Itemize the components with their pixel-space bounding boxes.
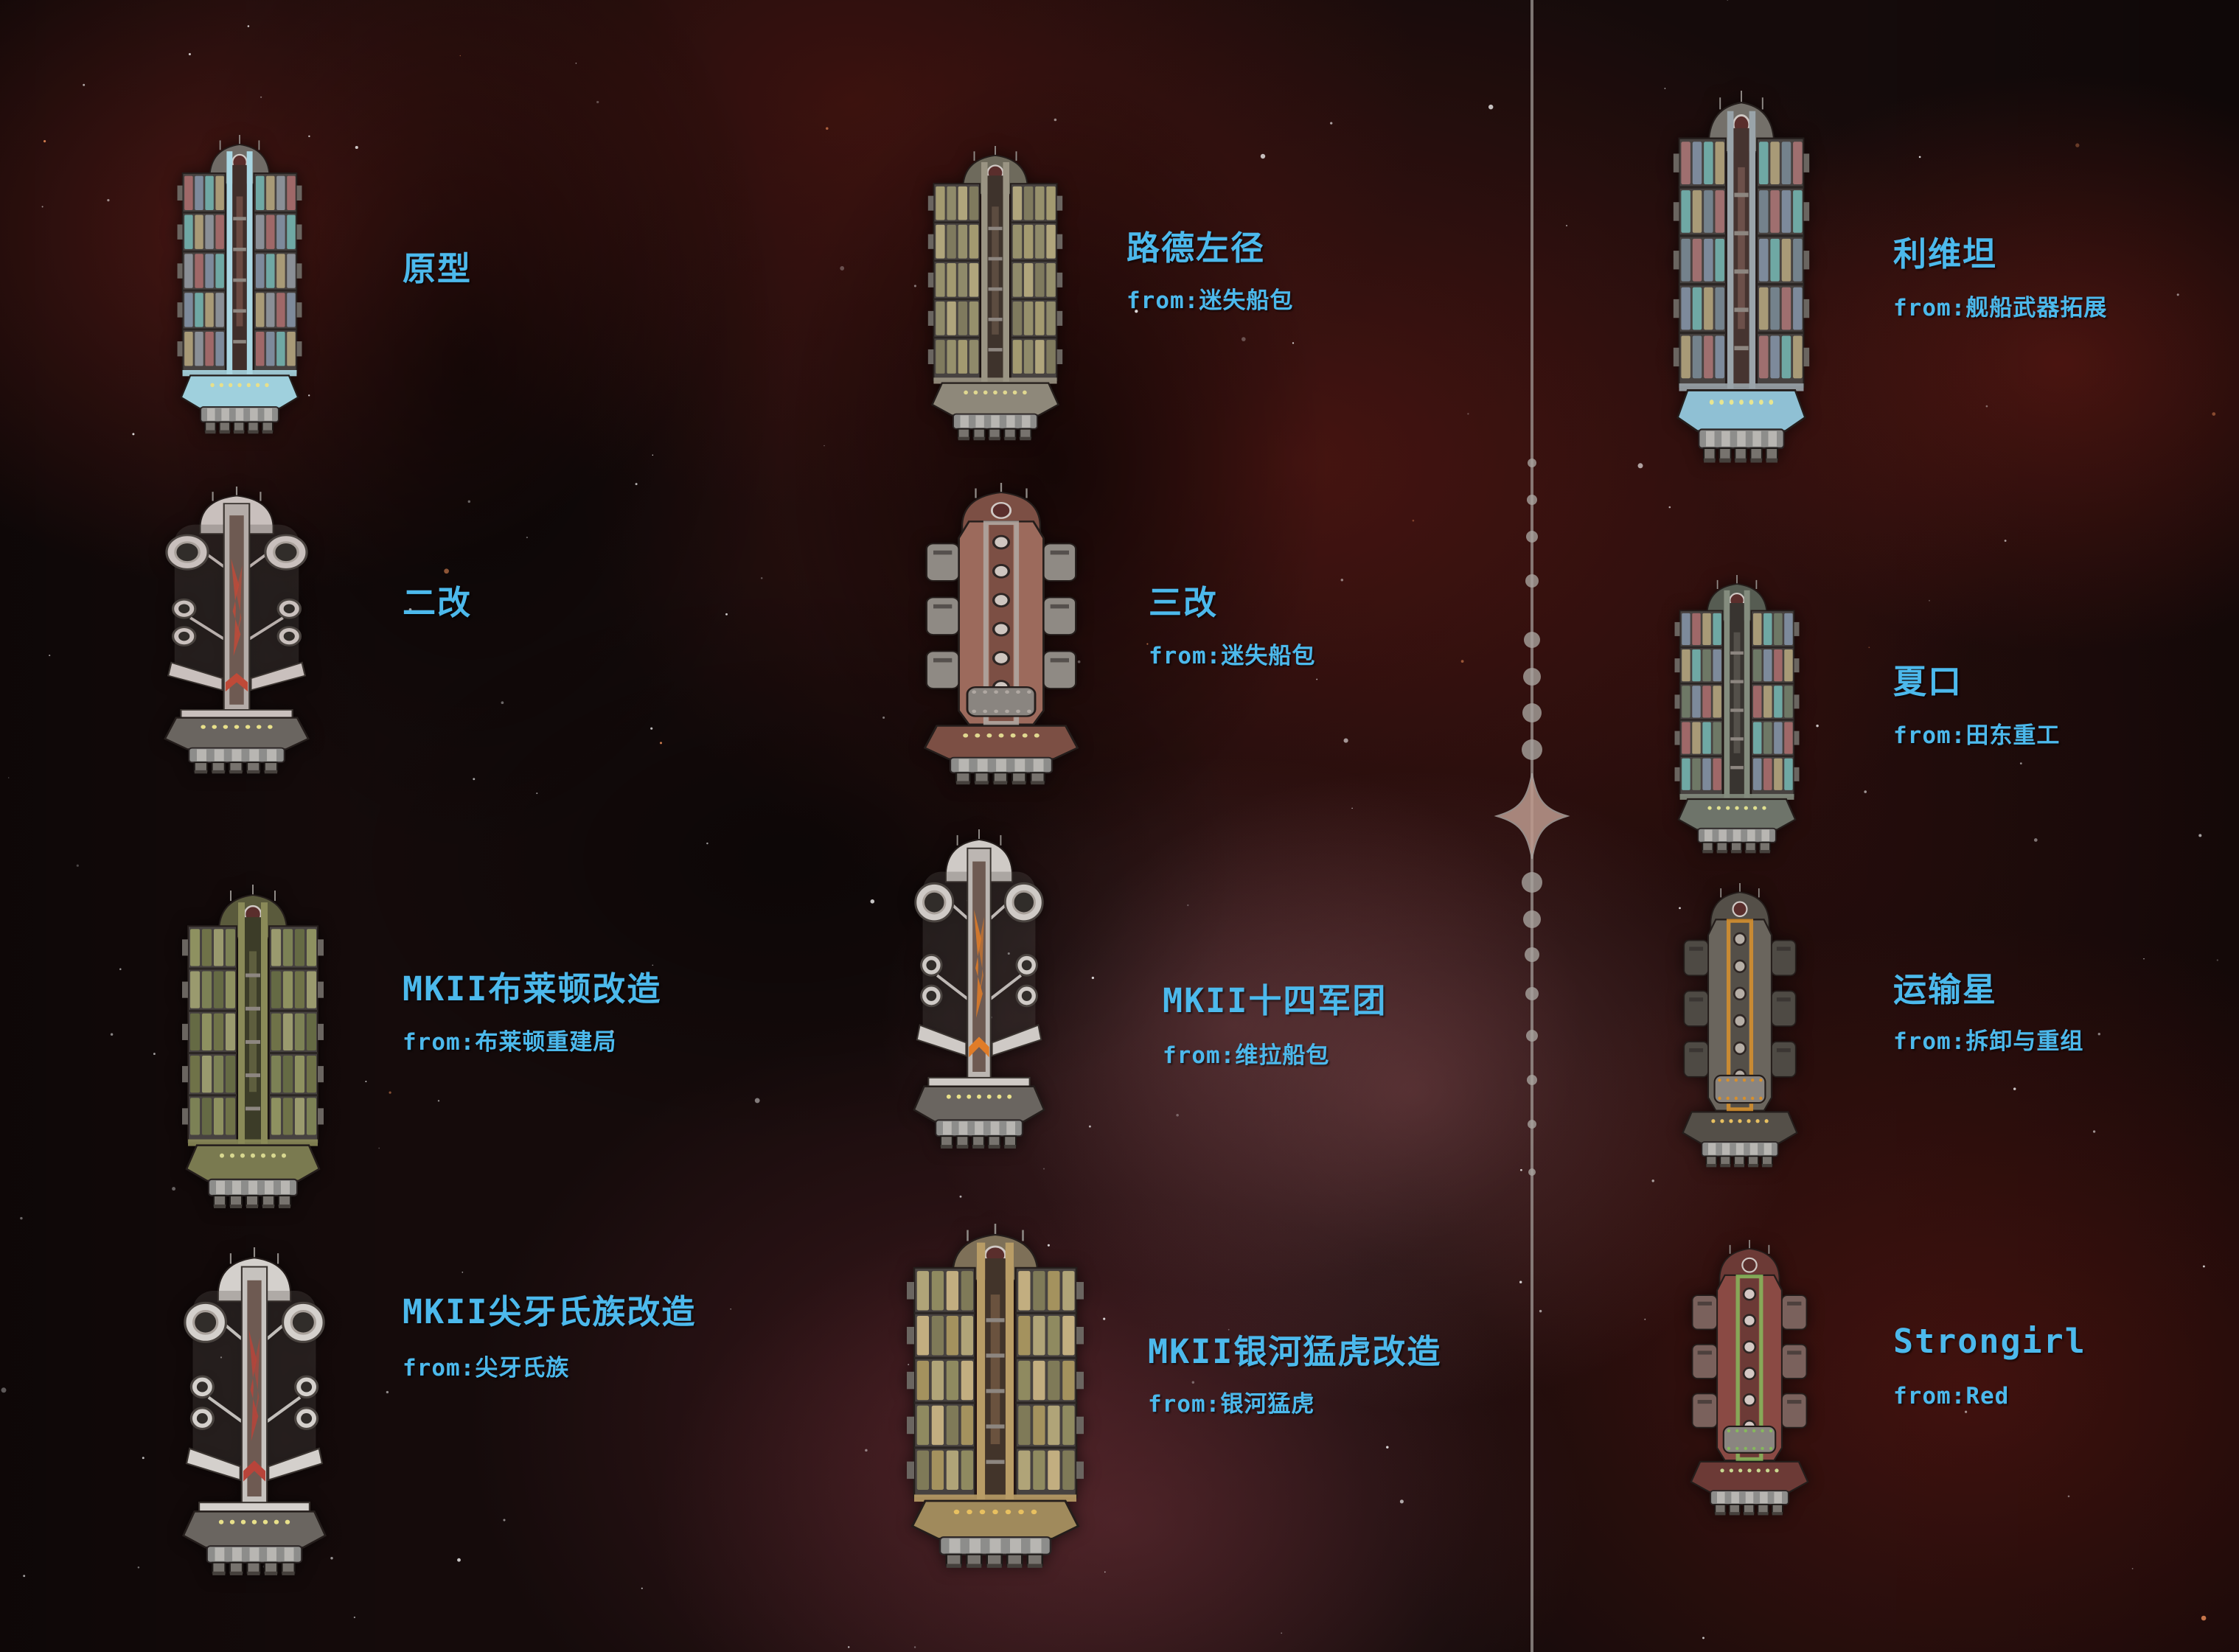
ship-name-label: 利维坦 [1893,234,1998,273]
ship-sprite [925,146,1065,442]
ship-source-label: from:布莱顿重建局 [403,1029,617,1056]
ship-sprite [175,1247,333,1578]
ship-source-label: from:维拉船包 [1163,1042,1330,1069]
ship-name-label: 三改 [1149,583,1219,622]
ship-sprite [916,483,1086,787]
ship-source-label: from:田东重工 [1893,722,2061,749]
ship-source-label: from:Red [1893,1383,2010,1409]
ship-name-label: MKII尖牙氏族改造 [403,1292,697,1331]
ship-name-label: Strongirl [1893,1322,2086,1361]
ship-name-label: MKII布莱顿改造 [403,969,662,1008]
ship-source-label: from:银河猛虎 [1148,1391,1315,1418]
ship-name-label: 原型 [403,249,473,288]
ship-source-label: from:迷失船包 [1127,287,1294,314]
ship-source-label: from:尖牙氏族 [403,1355,570,1381]
ship-source-label: from:拆卸与重组 [1893,1028,2084,1055]
ship-sprite [1672,575,1802,855]
ship-name-label: 运输星 [1893,970,1998,1009]
ship-sprite [1685,1240,1814,1517]
ship-sprite [179,885,327,1210]
ship-name-label: MKII银河猛虎改造 [1148,1332,1442,1371]
ship-name-label: 夏口 [1893,662,1963,701]
ship-sprite [903,1224,1087,1570]
ship-source-label: from:迷失船包 [1149,643,1316,669]
ship-sprite [175,135,304,436]
ship-sprite [1671,91,1812,465]
ship-sprite [1676,883,1803,1169]
ship-name-label: 路德左径 [1127,229,1266,268]
ship-sprite [157,487,316,776]
ship-name-label: MKII十四军团 [1163,981,1387,1020]
column-divider [1494,0,1570,1652]
ship-name-label: 二改 [403,583,473,622]
ship-source-label: from:舰船武器拓展 [1893,295,2108,321]
ship-sprite [907,829,1051,1151]
